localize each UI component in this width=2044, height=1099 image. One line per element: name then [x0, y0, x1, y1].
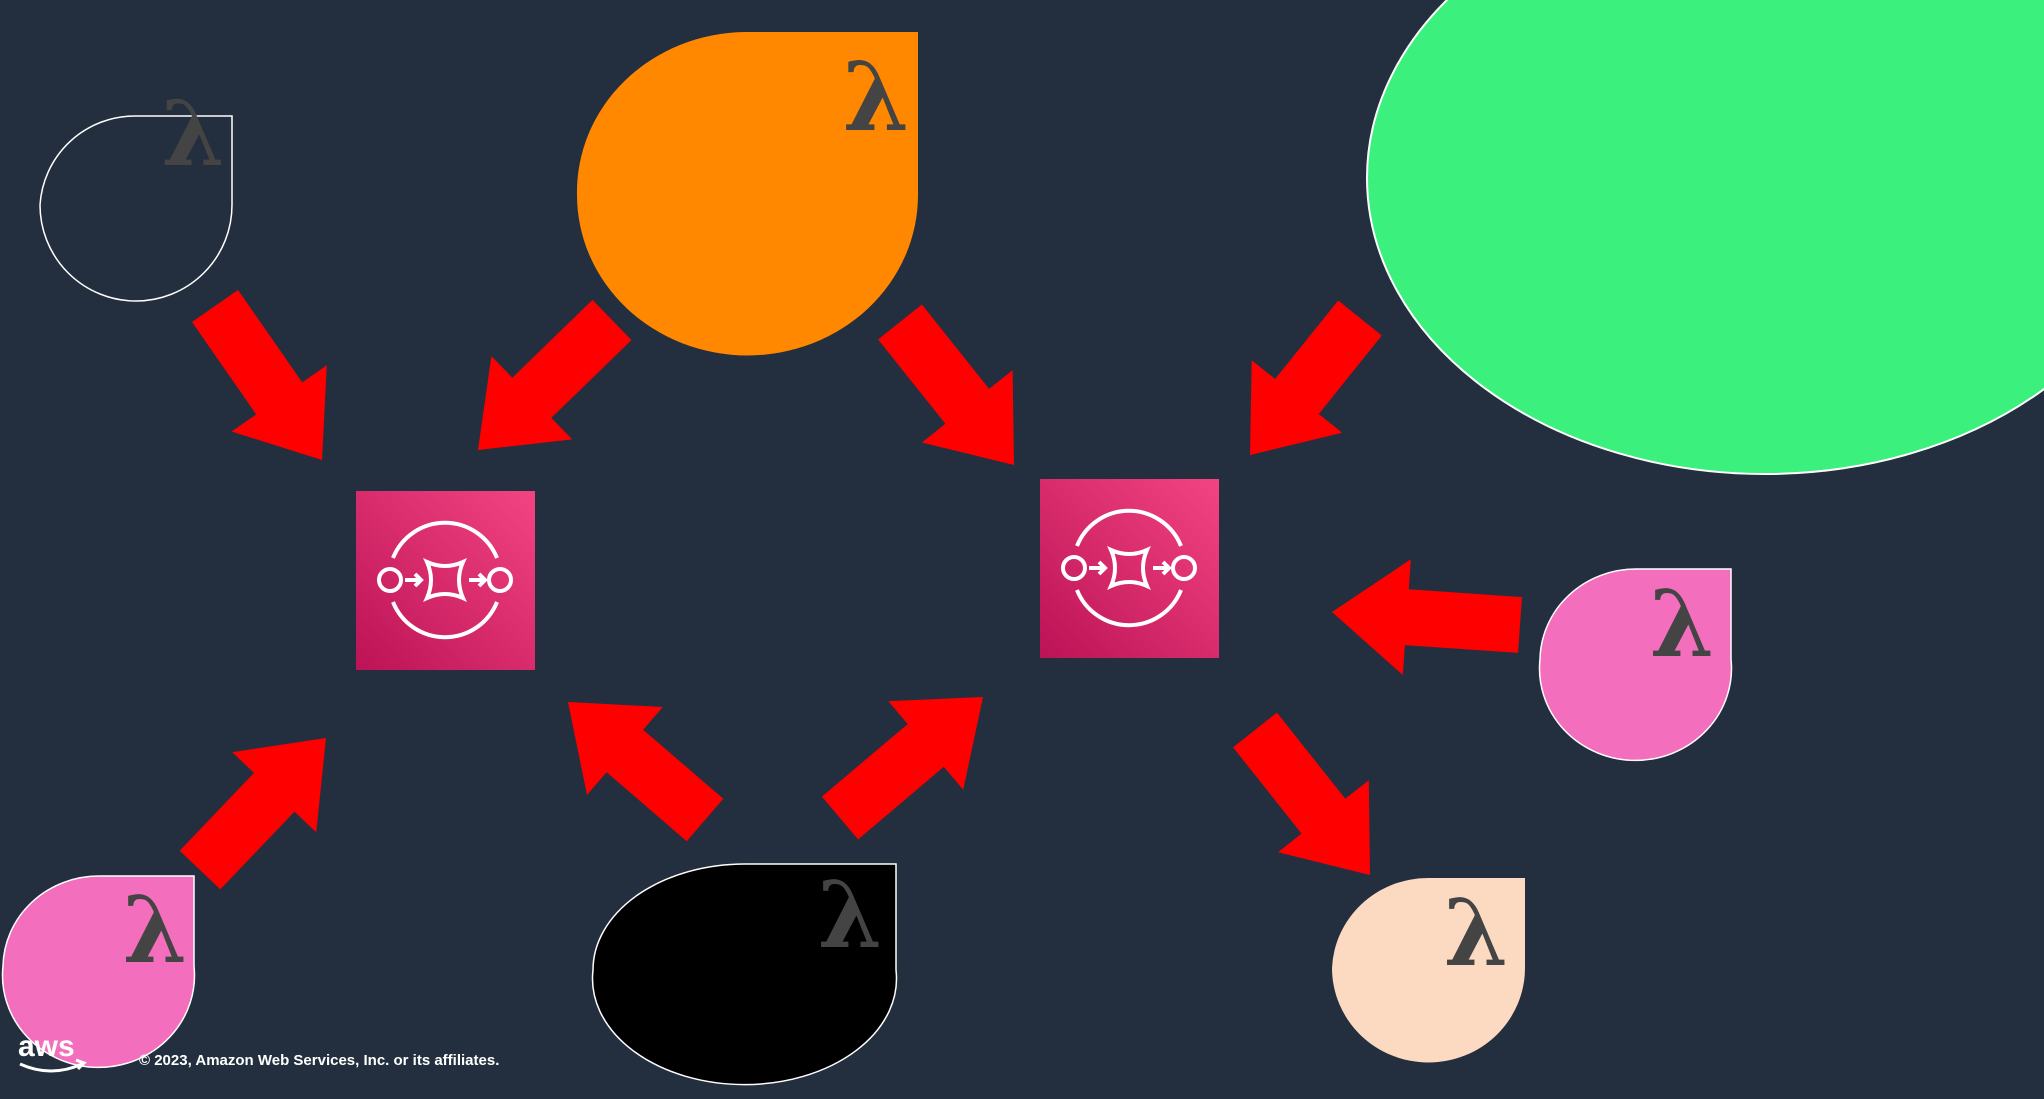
lambda-icon: λ — [818, 861, 883, 969]
lambda-right: λ — [1538, 568, 1733, 762]
shape-top-right — [1366, 0, 2044, 475]
lambda-top-center: λ — [576, 32, 918, 356]
lambda-icon: λ — [161, 81, 224, 187]
arrow-lambda-top-center-to-queue-right — [878, 304, 1014, 465]
lambda-bottom-right: λ — [1332, 878, 1525, 1063]
svg-text:aws: aws — [18, 1030, 75, 1063]
lambda-bottom-left: λ — [1, 875, 196, 1069]
queue-left — [356, 491, 535, 670]
arrow-lambda-bottom-left-to-queue-left — [179, 738, 326, 890]
lambda-icon: λ — [1444, 879, 1509, 987]
arrow-lambda-top-left-to-queue-left — [192, 290, 327, 460]
lambda-icon: λ — [1650, 570, 1715, 678]
arrow-shape-top-right-to-queue-right — [1250, 300, 1382, 455]
lambda-icon: λ — [843, 42, 910, 153]
queue-right — [1040, 479, 1219, 658]
arrow-lambda-bottom-center-to-queue-left — [568, 702, 724, 842]
arrow-lambda-bottom-center-to-queue-right — [821, 697, 983, 840]
lambda-bottom-center: λ — [591, 861, 898, 1086]
copyright-text: © 2023, Amazon Web Services, Inc. or its… — [139, 1052, 500, 1069]
arrow-lambda-right-to-queue-right — [1332, 559, 1522, 675]
aws-logo: aws — [18, 1030, 87, 1073]
sqs-queue-icon — [377, 520, 513, 640]
sqs-queue-icon — [1061, 508, 1197, 628]
arrows-group — [179, 290, 1522, 890]
lambda-icon: λ — [123, 876, 188, 984]
lambda-top-left: λ — [39, 81, 233, 302]
arrow-queue-right-to-lambda-bottom-right — [1233, 712, 1370, 875]
arrow-lambda-top-center-to-queue-left — [478, 299, 632, 450]
